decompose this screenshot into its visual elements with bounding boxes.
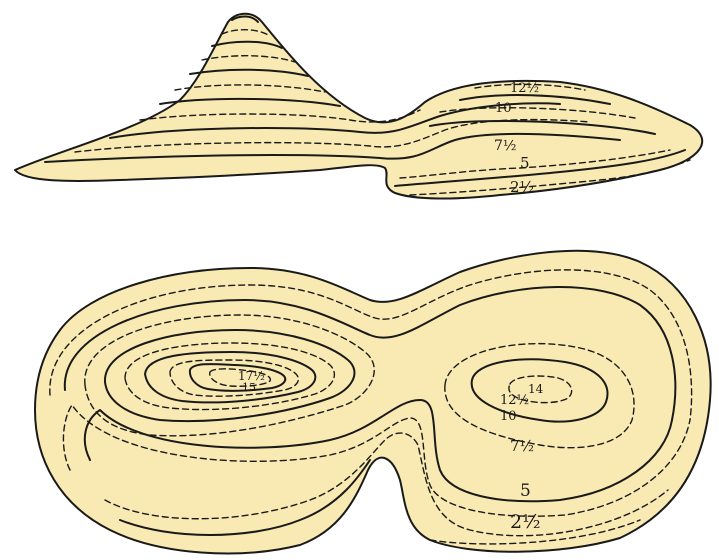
perspective-label-7-5: 7½ — [494, 138, 516, 154]
plan-label-7-5: 7½ — [510, 437, 534, 455]
plan-label-2-5: 2½ — [510, 511, 541, 533]
perspective-land-outline — [15, 14, 702, 199]
perspective-label-12-5: 12½ — [510, 81, 539, 96]
perspective-view: 12½ 10 7½ 5 2½ — [15, 14, 702, 199]
plan-view: 17½ 15 14 12½ 10 7½ 5 2½ — [35, 251, 711, 554]
plan-label-5: 5 — [520, 481, 531, 501]
perspective-label-10: 10 — [495, 101, 512, 116]
plan-land-outline — [35, 251, 711, 554]
perspective-label-5: 5 — [520, 154, 530, 172]
plan-label-15: 15 — [242, 381, 256, 394]
plan-label-14: 14 — [528, 382, 544, 396]
plan-label-10: 10 — [500, 409, 517, 424]
plan-label-12-5: 12½ — [500, 393, 529, 408]
perspective-label-2-5: 2½ — [510, 178, 534, 196]
